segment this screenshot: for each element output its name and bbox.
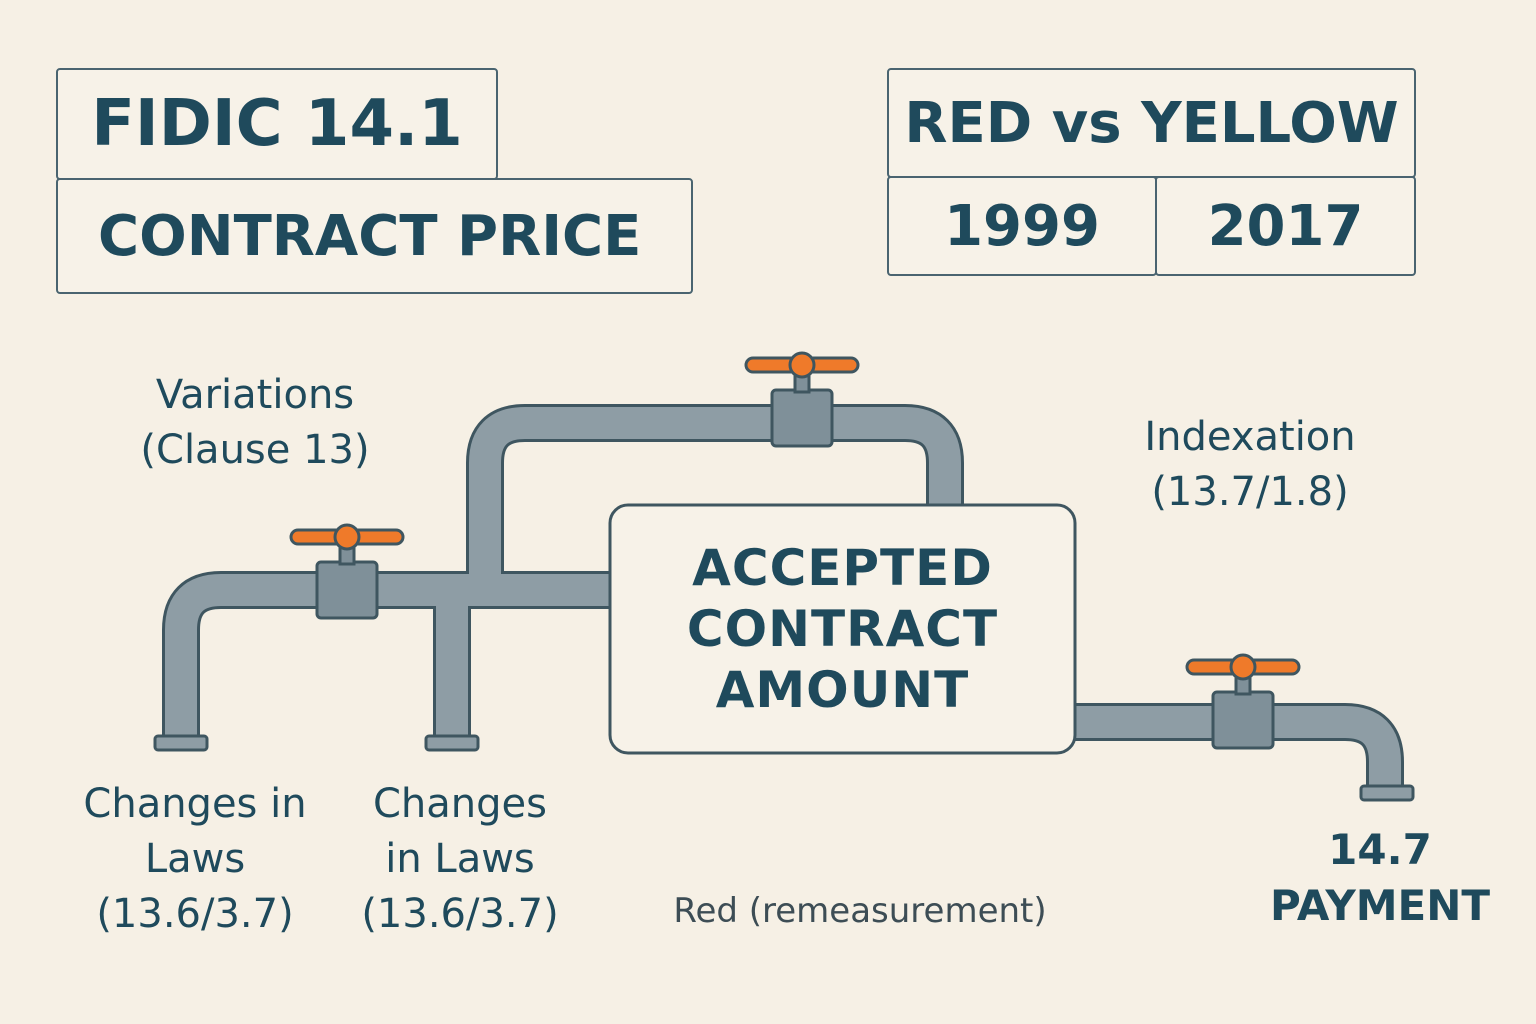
changes-in-laws-left-label: Changes in Laws (13.6/3.7)	[83, 781, 307, 937]
accepted-contract-amount-box	[608, 503, 1077, 755]
year-2017-cell: 2017	[1155, 176, 1416, 276]
pipe-fill	[165, 407, 1401, 790]
year-1999: 1999	[944, 193, 1100, 259]
title-name: CONTRACT PRICE	[98, 203, 642, 269]
title-name-box: CONTRACT PRICE	[56, 178, 693, 294]
payment-label: 14.7 PAYMENT	[1269, 825, 1491, 930]
changes-in-laws-right-label: Changes in Laws (13.6/3.7)	[361, 781, 559, 937]
year-2017: 2017	[1207, 193, 1364, 259]
pipe-end-cap-output	[1359, 784, 1415, 802]
pipe-end-cap-middle	[424, 734, 480, 752]
comparison-header-box: RED vs YELLOW	[887, 68, 1416, 178]
pipe-end-cap-left	[153, 734, 209, 752]
comparison-header: RED vs YELLOW	[904, 90, 1399, 156]
title-clause: FIDIC 14.1	[91, 87, 463, 161]
remeasurement-note: Red (remeasurement)	[673, 891, 1047, 931]
year-1999-cell: 1999	[887, 176, 1157, 276]
accepted-contract-amount-label: ACCEPTED CONTRACT AMOUNT	[686, 539, 999, 719]
title-clause-box: FIDIC 14.1	[56, 68, 498, 180]
variations-label: Variations (Clause 13)	[140, 372, 370, 473]
indexation-label: Indexation (13.7/1.8)	[1144, 414, 1356, 515]
